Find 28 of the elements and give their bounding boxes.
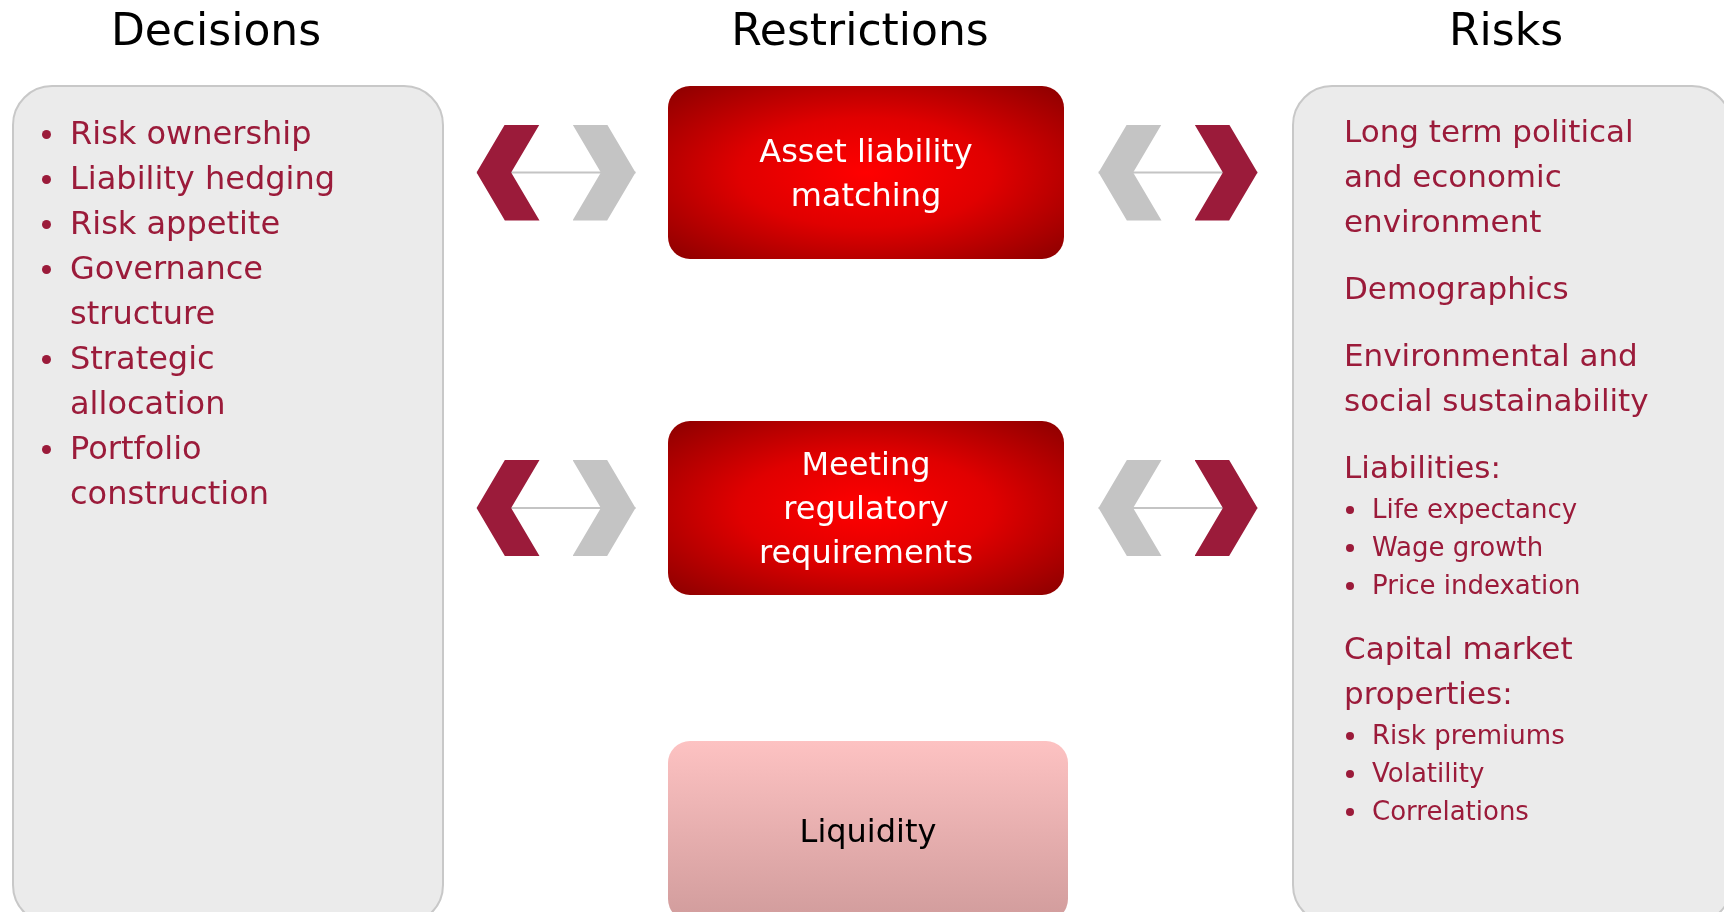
column-heading: Decisions	[110, 4, 322, 55]
bullet-item: Risk ownership	[24, 111, 432, 156]
sub-bullet-item: Volatility	[1344, 754, 1690, 792]
restriction-box	[668, 741, 1068, 912]
risks-panel	[1292, 85, 1724, 912]
risk-heading: Liabilities:	[1344, 448, 1502, 487]
bullet-item: Strategic allocation	[24, 336, 432, 426]
restriction-box	[668, 86, 1064, 259]
column-heading: Restrictions	[731, 4, 989, 55]
decisions-panel	[12, 85, 444, 912]
bullet-item: Liability hedging	[24, 156, 432, 201]
sub-bullet-item: Correlations	[1344, 792, 1690, 830]
risk-heading: Long term political and economic environment	[1344, 112, 1635, 241]
box-text: Meeting regulatory requirements	[757, 444, 975, 573]
sub-bullet-item: Price indexation	[1344, 566, 1690, 604]
sub-bullet-item: Wage growth	[1344, 528, 1690, 566]
risk-heading: Capital market properties:	[1344, 629, 1574, 713]
box-text: Liquidity	[799, 812, 937, 850]
bullet-item: Risk appetite	[24, 201, 432, 246]
bullet-item: Portfolio construction	[24, 426, 432, 516]
sub-bullet-item: Life expectancy	[1344, 490, 1690, 528]
restriction-box	[668, 421, 1064, 595]
column-heading: Risks	[1448, 4, 1564, 55]
box-text: Asset liability matching	[758, 130, 974, 216]
risk-heading: Environmental and social sustainability	[1344, 336, 1650, 420]
bullet-item: Governance structure	[24, 246, 432, 336]
sub-bullet-item: Risk premiums	[1344, 716, 1690, 754]
risk-heading: Demographics	[1344, 269, 1570, 308]
